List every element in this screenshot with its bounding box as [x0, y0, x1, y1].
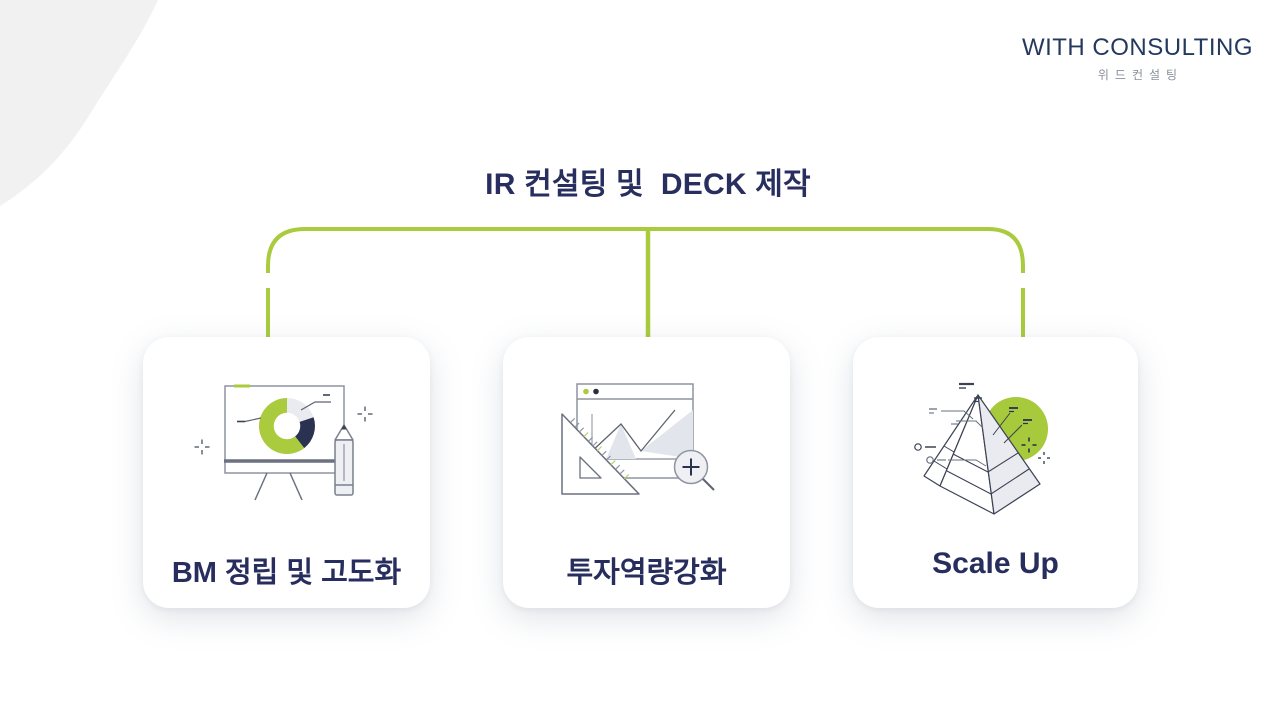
logo: WITH CONSULTING 위드컨설팅: [1022, 34, 1253, 83]
card-scale-up: Scale Up: [853, 337, 1138, 608]
logo-subtitle: 위드컨설팅: [1097, 68, 1184, 82]
logo-title: WITH CONSULTING: [1021, 34, 1253, 61]
card-investment-capability: 투자역량강화: [503, 337, 790, 608]
presentation-board-donut-chart-icon: [143, 381, 430, 511]
pyramid-growth-icon: [853, 367, 1138, 537]
corner-decoration: [0, 0, 158, 206]
card-label-investment: 투자역량강화: [566, 557, 727, 589]
diagram-title: IR 컨설팅 및 DECK 제작: [485, 168, 811, 201]
browser-chart-magnifier-icon: [503, 381, 790, 511]
card-label-bm: BM 정립 및 고도화: [171, 557, 402, 589]
card-bm-establishment: BM 정립 및 고도화: [143, 337, 430, 608]
card-label-scale-up: Scale Up: [932, 547, 1059, 580]
